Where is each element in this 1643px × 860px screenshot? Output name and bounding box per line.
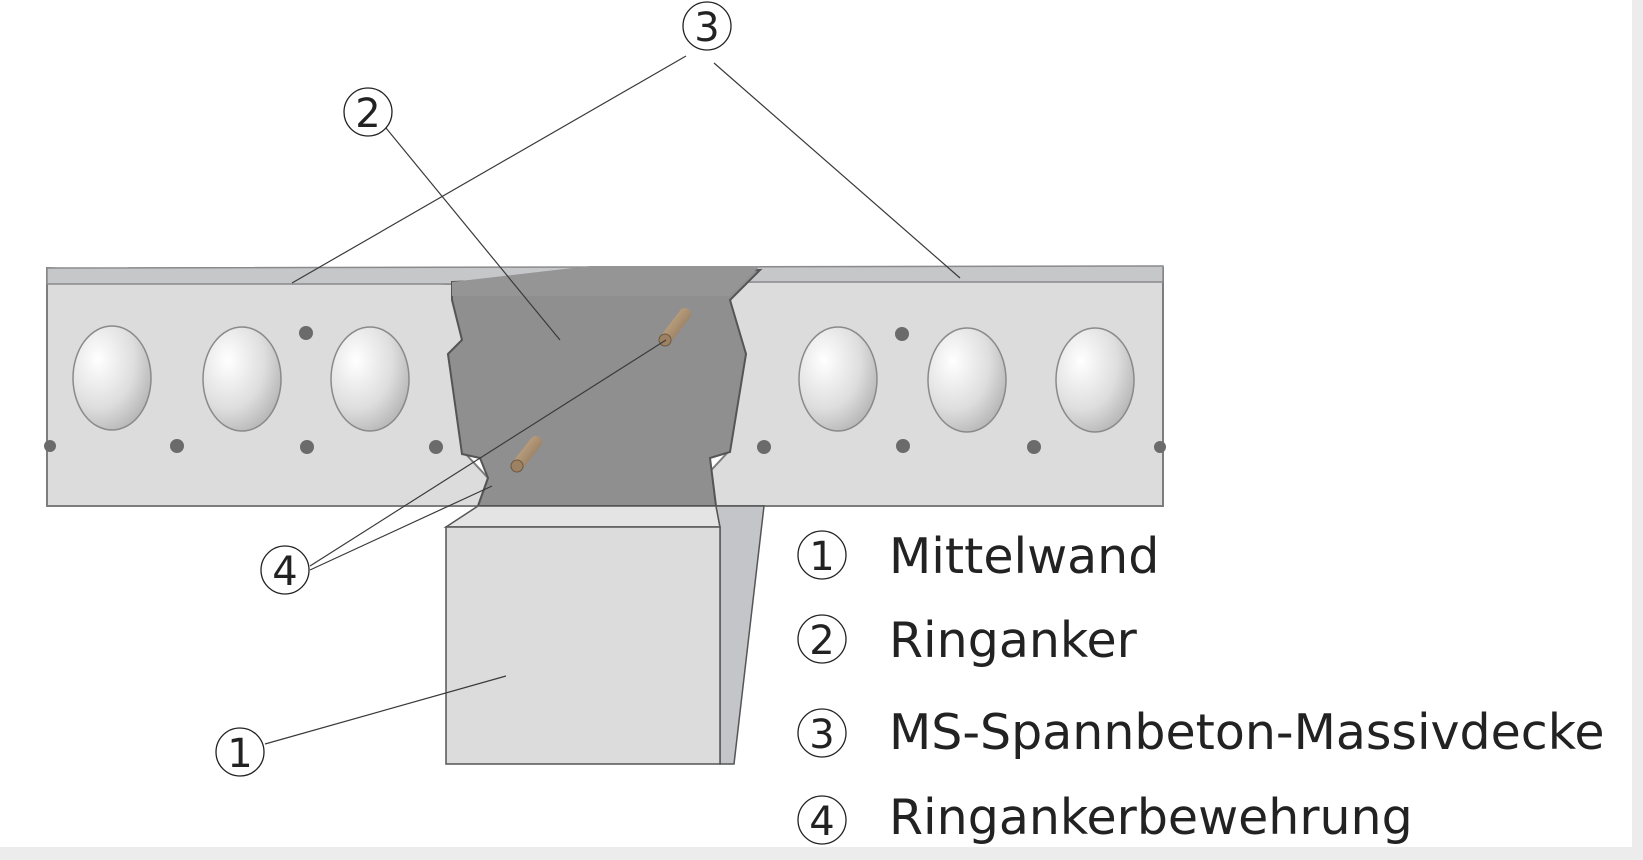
leader-3-right	[713, 62, 961, 279]
strand-dot	[896, 439, 910, 453]
callout-2-number: 2	[355, 91, 380, 137]
strand-dot	[299, 326, 313, 340]
prestressing-strands	[44, 326, 1166, 454]
callout-1: 1	[215, 727, 265, 777]
hollow-core-void	[202, 326, 282, 432]
ringanker-top	[452, 266, 760, 296]
strand-dot	[429, 440, 443, 454]
legend-item: 2 Ringanker	[797, 612, 1138, 669]
legend-item: 1 Mittelwand	[797, 528, 1159, 585]
legend-item-label: Ringankerbewehrung	[889, 789, 1413, 846]
hollow-core-void	[927, 327, 1007, 433]
legend-item-number: 3	[809, 712, 834, 758]
strand-dot	[170, 439, 184, 453]
rebar-lower-end	[510, 459, 524, 473]
callout-4: 4	[260, 545, 310, 595]
wall-top-face	[443, 505, 721, 528]
leader-4-upper	[309, 339, 667, 567]
wall-front-face	[445, 526, 721, 765]
hollow-core-void	[72, 325, 152, 431]
page-margin-right	[1632, 0, 1643, 847]
legend-item: 3 MS-Spannbeton-Massivdecke	[797, 704, 1605, 761]
strand-dot	[1154, 441, 1166, 453]
legend-item-number: 4	[809, 799, 834, 845]
legend-item-label: Mittelwand	[889, 528, 1159, 585]
wall-side-face	[715, 505, 765, 765]
leader-2	[385, 127, 561, 341]
strand-dot	[300, 440, 314, 454]
page-margin-bottom	[0, 847, 1643, 860]
legend: 1 Mittelwand 2 Ringanker 3 MS-Spannbeton…	[797, 528, 1605, 846]
hollow-core-void	[1055, 327, 1135, 433]
legend-item-label: MS-Spannbeton-Massivdecke	[889, 704, 1605, 761]
callout-3-number: 3	[694, 5, 719, 51]
callout-1-number: 1	[227, 731, 252, 777]
legend-item-number: 1	[809, 534, 834, 580]
strand-dot	[757, 440, 771, 454]
legend-item-number: 2	[809, 618, 834, 664]
leader-4-lower	[309, 485, 493, 571]
legend-item: 4 Ringankerbewehrung	[797, 789, 1413, 846]
legend-item-label: Ringanker	[889, 612, 1138, 669]
leader-3-left	[291, 55, 687, 284]
leader-lines	[264, 55, 961, 745]
leader-1	[264, 675, 507, 745]
strand-dot	[44, 440, 56, 452]
callout-4-number: 4	[272, 549, 297, 595]
hollow-cores	[72, 325, 1135, 433]
callout-3: 3	[682, 1, 732, 51]
strand-dot	[895, 327, 909, 341]
hollow-core-void	[798, 326, 878, 432]
strand-dot	[1027, 440, 1041, 454]
callout-2: 2	[343, 87, 393, 137]
central-wall	[443, 505, 765, 765]
hollow-core-void	[330, 326, 410, 432]
